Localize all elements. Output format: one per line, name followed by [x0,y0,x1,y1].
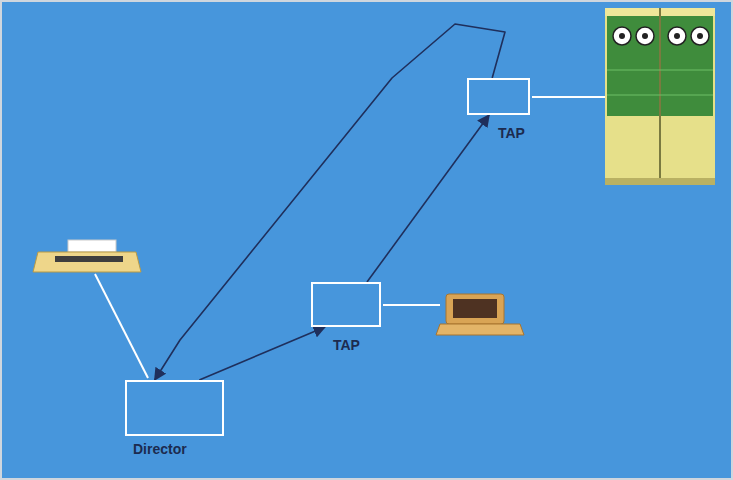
printer-body [33,252,141,272]
node-outline [125,380,224,436]
printer [33,240,141,272]
ring-line [155,24,505,380]
cabinet-base [605,178,715,185]
tape-reel [636,27,654,45]
device-link [95,274,148,378]
keyboard [436,324,524,335]
node-label: Director [133,442,187,457]
device-link [383,304,440,306]
cabinet-divider [659,8,661,185]
reel-hub [619,33,625,39]
reel-hub [642,33,648,39]
network-node: Director [125,380,224,436]
node-label: TAP [333,338,360,353]
node-label: TAP [498,126,525,141]
panel-line [607,70,713,71]
network-node: TAP [311,282,381,327]
terminal [436,294,524,335]
printer-slot [55,256,123,262]
tape-reel [691,27,709,45]
ring-line [199,327,325,380]
node-outline [467,78,530,115]
device-link [532,96,605,98]
tape-reel [668,27,686,45]
reel-hub [674,33,680,39]
paper [68,240,116,252]
network-node: TAP [467,78,530,115]
tape-drive-cabinets [605,8,715,185]
ring-line [367,115,489,282]
panel-line [607,95,713,96]
screen [453,299,497,318]
tape-reel [613,27,631,45]
cabinet-body [605,8,715,185]
monitor [446,294,504,324]
reel-hub [697,33,703,39]
node-outline [311,282,381,327]
